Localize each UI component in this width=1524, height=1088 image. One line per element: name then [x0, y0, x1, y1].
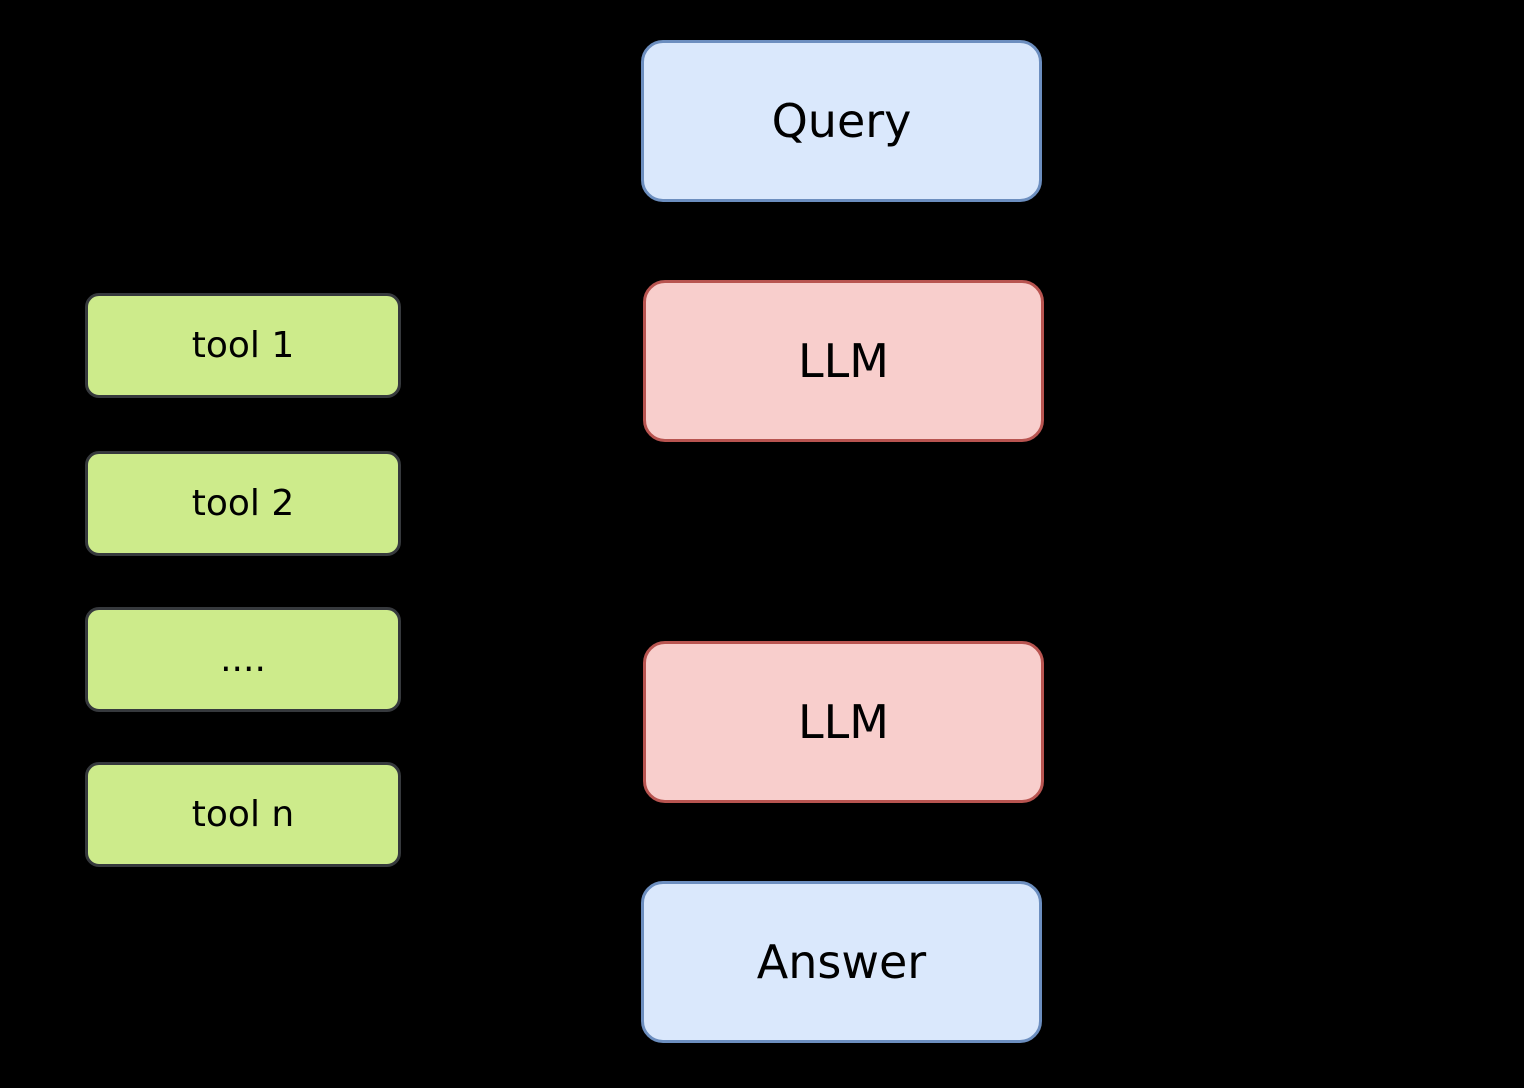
tool-2-label: tool 2 — [191, 483, 295, 524]
llm-node-bottom: LLM — [643, 641, 1044, 803]
tool-node-2: tool 2 — [85, 451, 401, 556]
tool-1-label: tool 1 — [191, 325, 295, 366]
query-node: Query — [641, 40, 1042, 202]
llm-node-top: LLM — [643, 280, 1044, 442]
tool-ellipsis-label: .... — [220, 639, 266, 680]
tool-node-ellipsis: .... — [85, 607, 401, 712]
llm-bottom-label: LLM — [798, 695, 889, 749]
answer-label: Answer — [756, 935, 927, 989]
tool-node-n: tool n — [85, 762, 401, 867]
query-label: Query — [771, 94, 912, 148]
llm-top-label: LLM — [798, 334, 889, 388]
tool-n-label: tool n — [191, 794, 295, 835]
answer-node: Answer — [641, 881, 1042, 1043]
tool-node-1: tool 1 — [85, 293, 401, 398]
